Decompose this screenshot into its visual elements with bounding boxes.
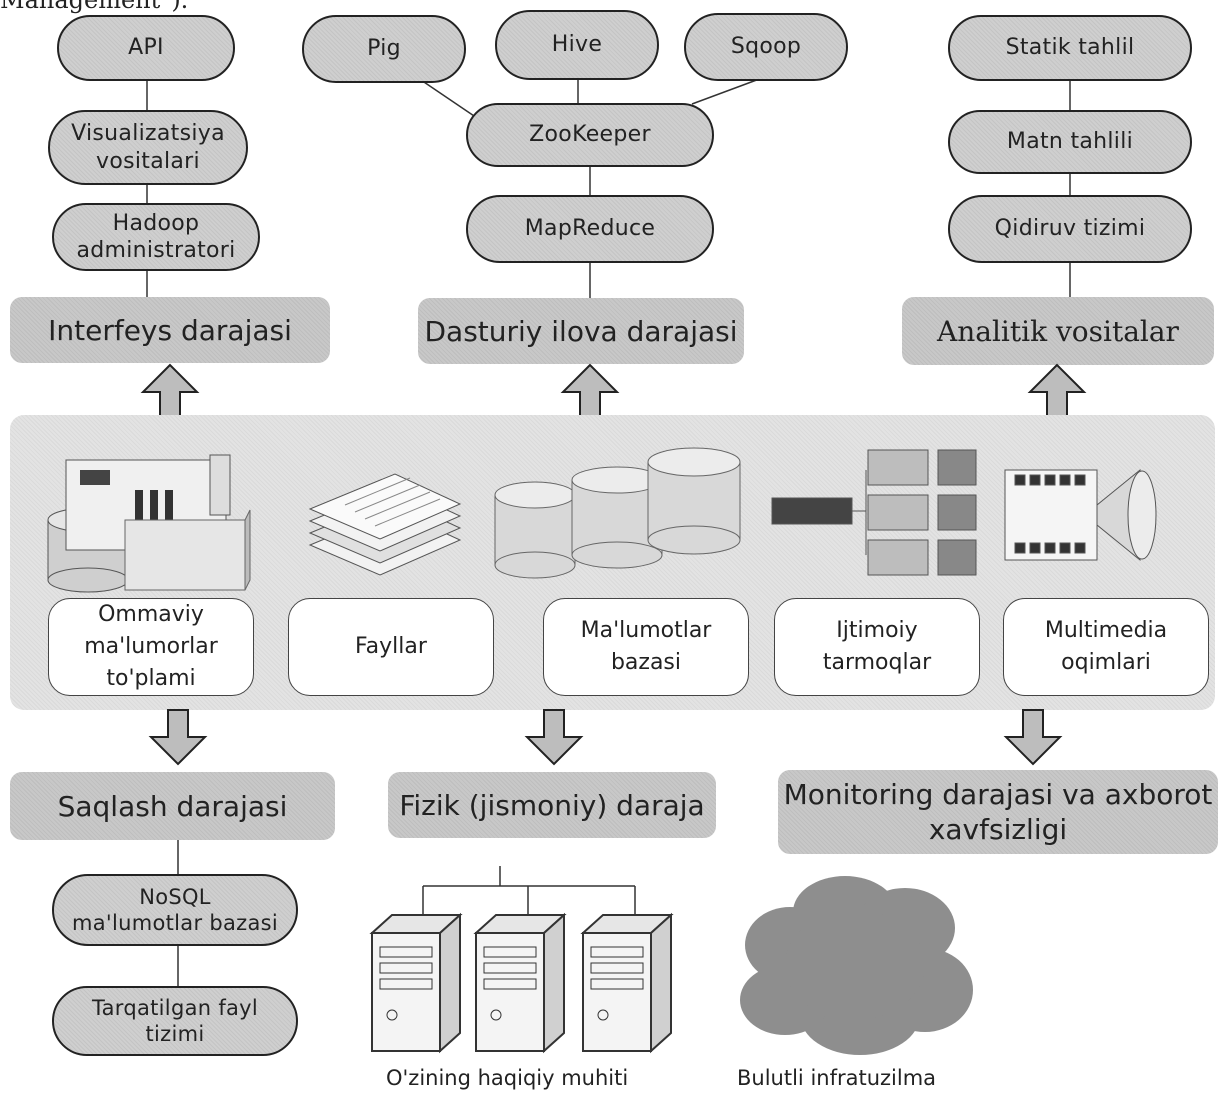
source-multimedia-streams: Multimedia oqimlari — [1003, 598, 1209, 696]
source-databases: Ma'lumotlar bazasi — [543, 598, 749, 696]
social-networks-icon — [771, 449, 977, 576]
zookeeper-node: ZooKeeper — [466, 103, 714, 167]
mapreduce-node: MapReduce — [466, 195, 714, 263]
monitoring-level: Monitoring darajasi va axborot xavfsizli… — [778, 770, 1218, 854]
search-engine-node: Qidiruv tizimi — [948, 195, 1192, 263]
analytics-level: Analitik vositalar — [902, 297, 1214, 365]
hadoop-admin-node: Hadoop administratori — [52, 203, 260, 271]
source-public-datasets: Ommaviy ma'lumorlar to'plami — [48, 598, 254, 696]
sqoop-node: Sqoop — [684, 13, 848, 81]
down-arrow-monitoring — [1003, 709, 1063, 766]
cloud-caption: Bulutli infratuzilma — [737, 1066, 937, 1090]
hive-node: Hive — [495, 10, 659, 80]
public-datasets-icon — [47, 454, 251, 593]
page-header-fragment: Management"). — [0, 0, 189, 14]
interface-level: Interfeys darajasi — [10, 297, 330, 363]
databases-icon — [494, 447, 741, 579]
nosql-node: NoSQL ma'lumotlar bazasi — [52, 874, 298, 946]
files-icon — [308, 473, 462, 576]
pig-node: Pig — [302, 15, 466, 83]
cloud-icon — [740, 876, 973, 1055]
distributed-fs-node: Tarqatilgan fayl tizimi — [52, 986, 298, 1056]
software-level: Dasturiy ilova darajasi — [418, 298, 744, 364]
text-analysis-node: Matn tahlili — [948, 110, 1192, 174]
down-arrow-physical — [524, 709, 584, 766]
storage-level: Saqlash darajasi — [10, 772, 335, 840]
source-files: Fayllar — [288, 598, 494, 696]
api-node: API — [57, 15, 235, 81]
source-social-networks: Ijtimoiy tarmoqlar — [774, 598, 980, 696]
multimedia-icon — [1004, 468, 1157, 562]
visualization-tools-node: Visualizatsiya vositalari — [48, 110, 248, 185]
physical-level: Fizik (jismoniy) daraja — [388, 772, 716, 838]
down-arrow-storage — [148, 709, 208, 766]
onprem-caption: O'zining haqiqiy muhiti — [386, 1066, 629, 1090]
static-analysis-node: Statik tahlil — [948, 15, 1192, 81]
